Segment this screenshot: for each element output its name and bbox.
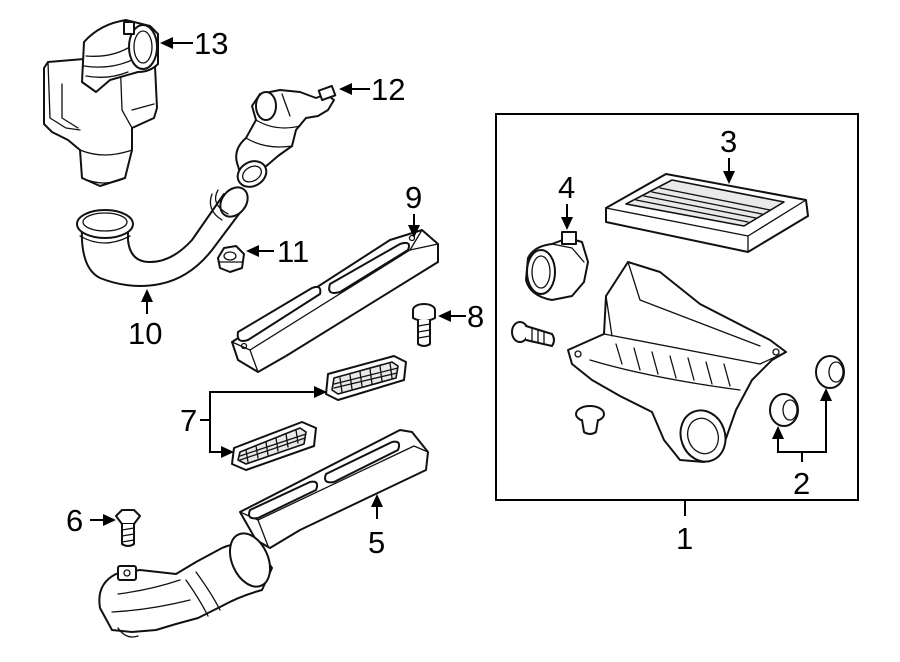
part-12-breather-fitting — [235, 84, 337, 188]
callout-1-label: 1 — [676, 521, 693, 556]
callout-9: 9 — [405, 180, 422, 238]
callout-10-label: 10 — [128, 316, 162, 351]
callout-12: 12 — [339, 72, 405, 107]
callout-4-label: 4 — [558, 170, 575, 205]
callout-3-label: 3 — [720, 124, 737, 159]
part-2-insulator-right — [815, 355, 845, 389]
callout-11: 11 — [246, 234, 309, 269]
part-4-maf-sensor — [525, 231, 589, 301]
callout-6-label: 6 — [66, 503, 83, 538]
part-3-air-filter — [605, 173, 809, 253]
callout-8: 8 — [438, 299, 484, 334]
callout-11-label: 11 — [277, 234, 309, 269]
part-10-intake-hose — [76, 186, 249, 287]
part-7-grille-upper — [325, 355, 407, 401]
callout-3: 3 — [720, 124, 737, 184]
assembly-frame — [495, 113, 859, 501]
assembly-bolt — [511, 321, 555, 347]
part-13-air-flow-housing — [43, 19, 159, 187]
part-1-air-cleaner-housing — [567, 261, 787, 463]
part-5-lower-duct — [98, 429, 429, 638]
callout-9-label: 9 — [405, 180, 422, 215]
part-9-duct-cover — [231, 229, 439, 373]
callout-6: 6 — [66, 503, 116, 538]
callout-7: 7 — [180, 386, 327, 458]
callout-2-label: 2 — [793, 466, 810, 501]
callout-8-label: 8 — [467, 299, 484, 334]
callout-4: 4 — [558, 170, 575, 230]
part-8-bolt — [412, 303, 436, 347]
callout-1: 1 — [676, 500, 693, 556]
callout-13-label: 13 — [194, 26, 228, 61]
callout-13: 13 — [160, 26, 228, 61]
callout-12-label: 12 — [371, 72, 405, 107]
part-11-nut — [217, 245, 245, 273]
callout-7-label: 7 — [180, 403, 197, 438]
callout-10: 10 — [128, 289, 162, 351]
part-2-insulator-left — [769, 393, 799, 427]
part-6-bolt — [115, 509, 141, 547]
callout-5-label: 5 — [368, 525, 385, 560]
callout-2: 2 — [772, 388, 832, 501]
part-7-grille-lower — [231, 421, 317, 471]
housing-grommet — [575, 405, 605, 435]
callout-5: 5 — [368, 494, 385, 560]
